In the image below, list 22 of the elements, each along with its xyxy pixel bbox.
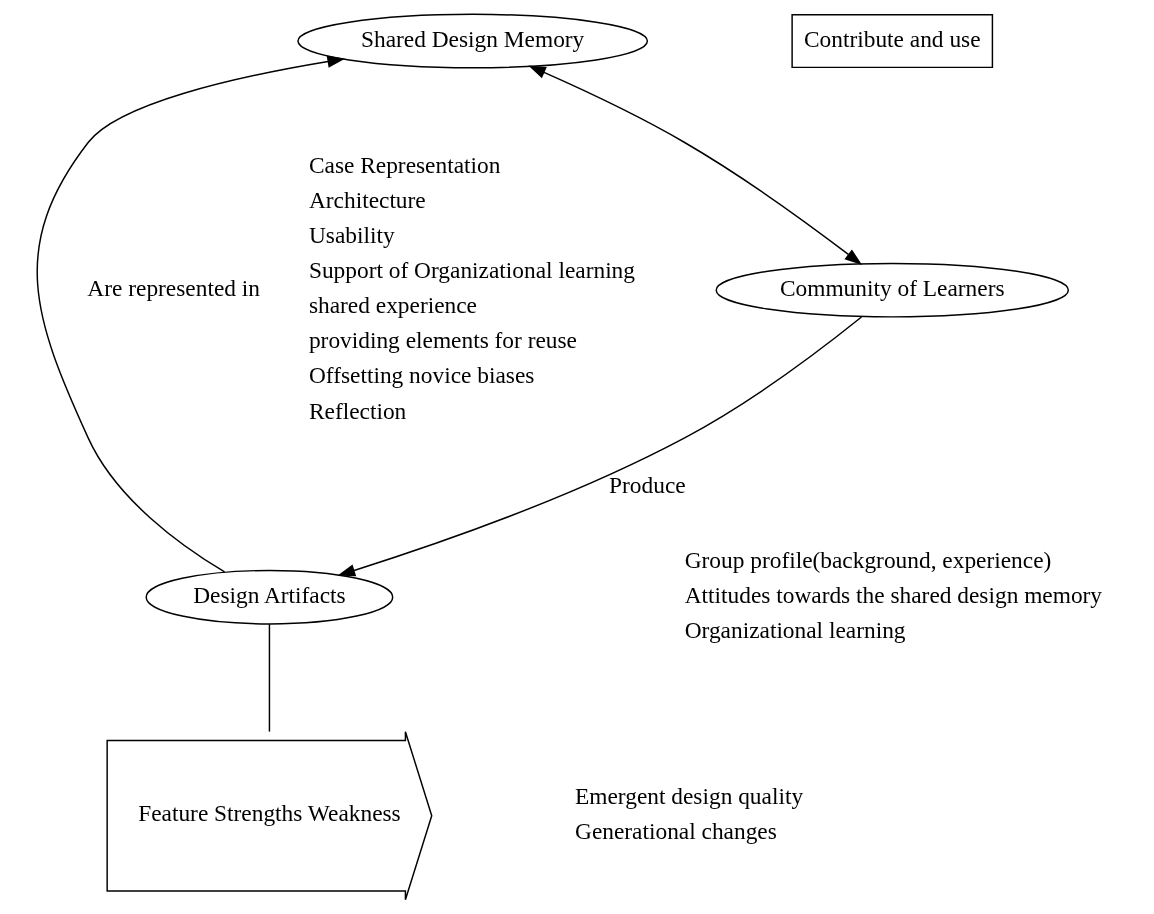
node-ellipse: Design Artifacts [145,569,393,625]
arrow [36,55,345,573]
node-box: Contribute and use [790,14,993,69]
label: shared experience [308,292,477,319]
label: Architecture [308,186,426,213]
label: Reflection [308,397,406,424]
label: Support of Organizational learning [308,257,635,284]
edge-label: Produce [608,472,686,499]
label: Organizational learning [684,616,906,643]
label: Group profile(background, experience) [684,546,1051,573]
label: providing elements for reuse [308,327,577,354]
label: Emergent design quality [574,782,803,809]
connector [268,623,270,733]
label: Generational changes [574,817,777,844]
label: Offsetting novice biases [308,362,534,389]
label: Case Representation [308,151,500,178]
arrow [337,316,862,577]
arrow [527,65,862,265]
edge-label: Are represented in [86,274,260,301]
label: Attitudes towards the shared design memory [684,581,1102,608]
node-ellipse: Community of Learners [715,262,1069,318]
label: Usability [308,222,395,249]
